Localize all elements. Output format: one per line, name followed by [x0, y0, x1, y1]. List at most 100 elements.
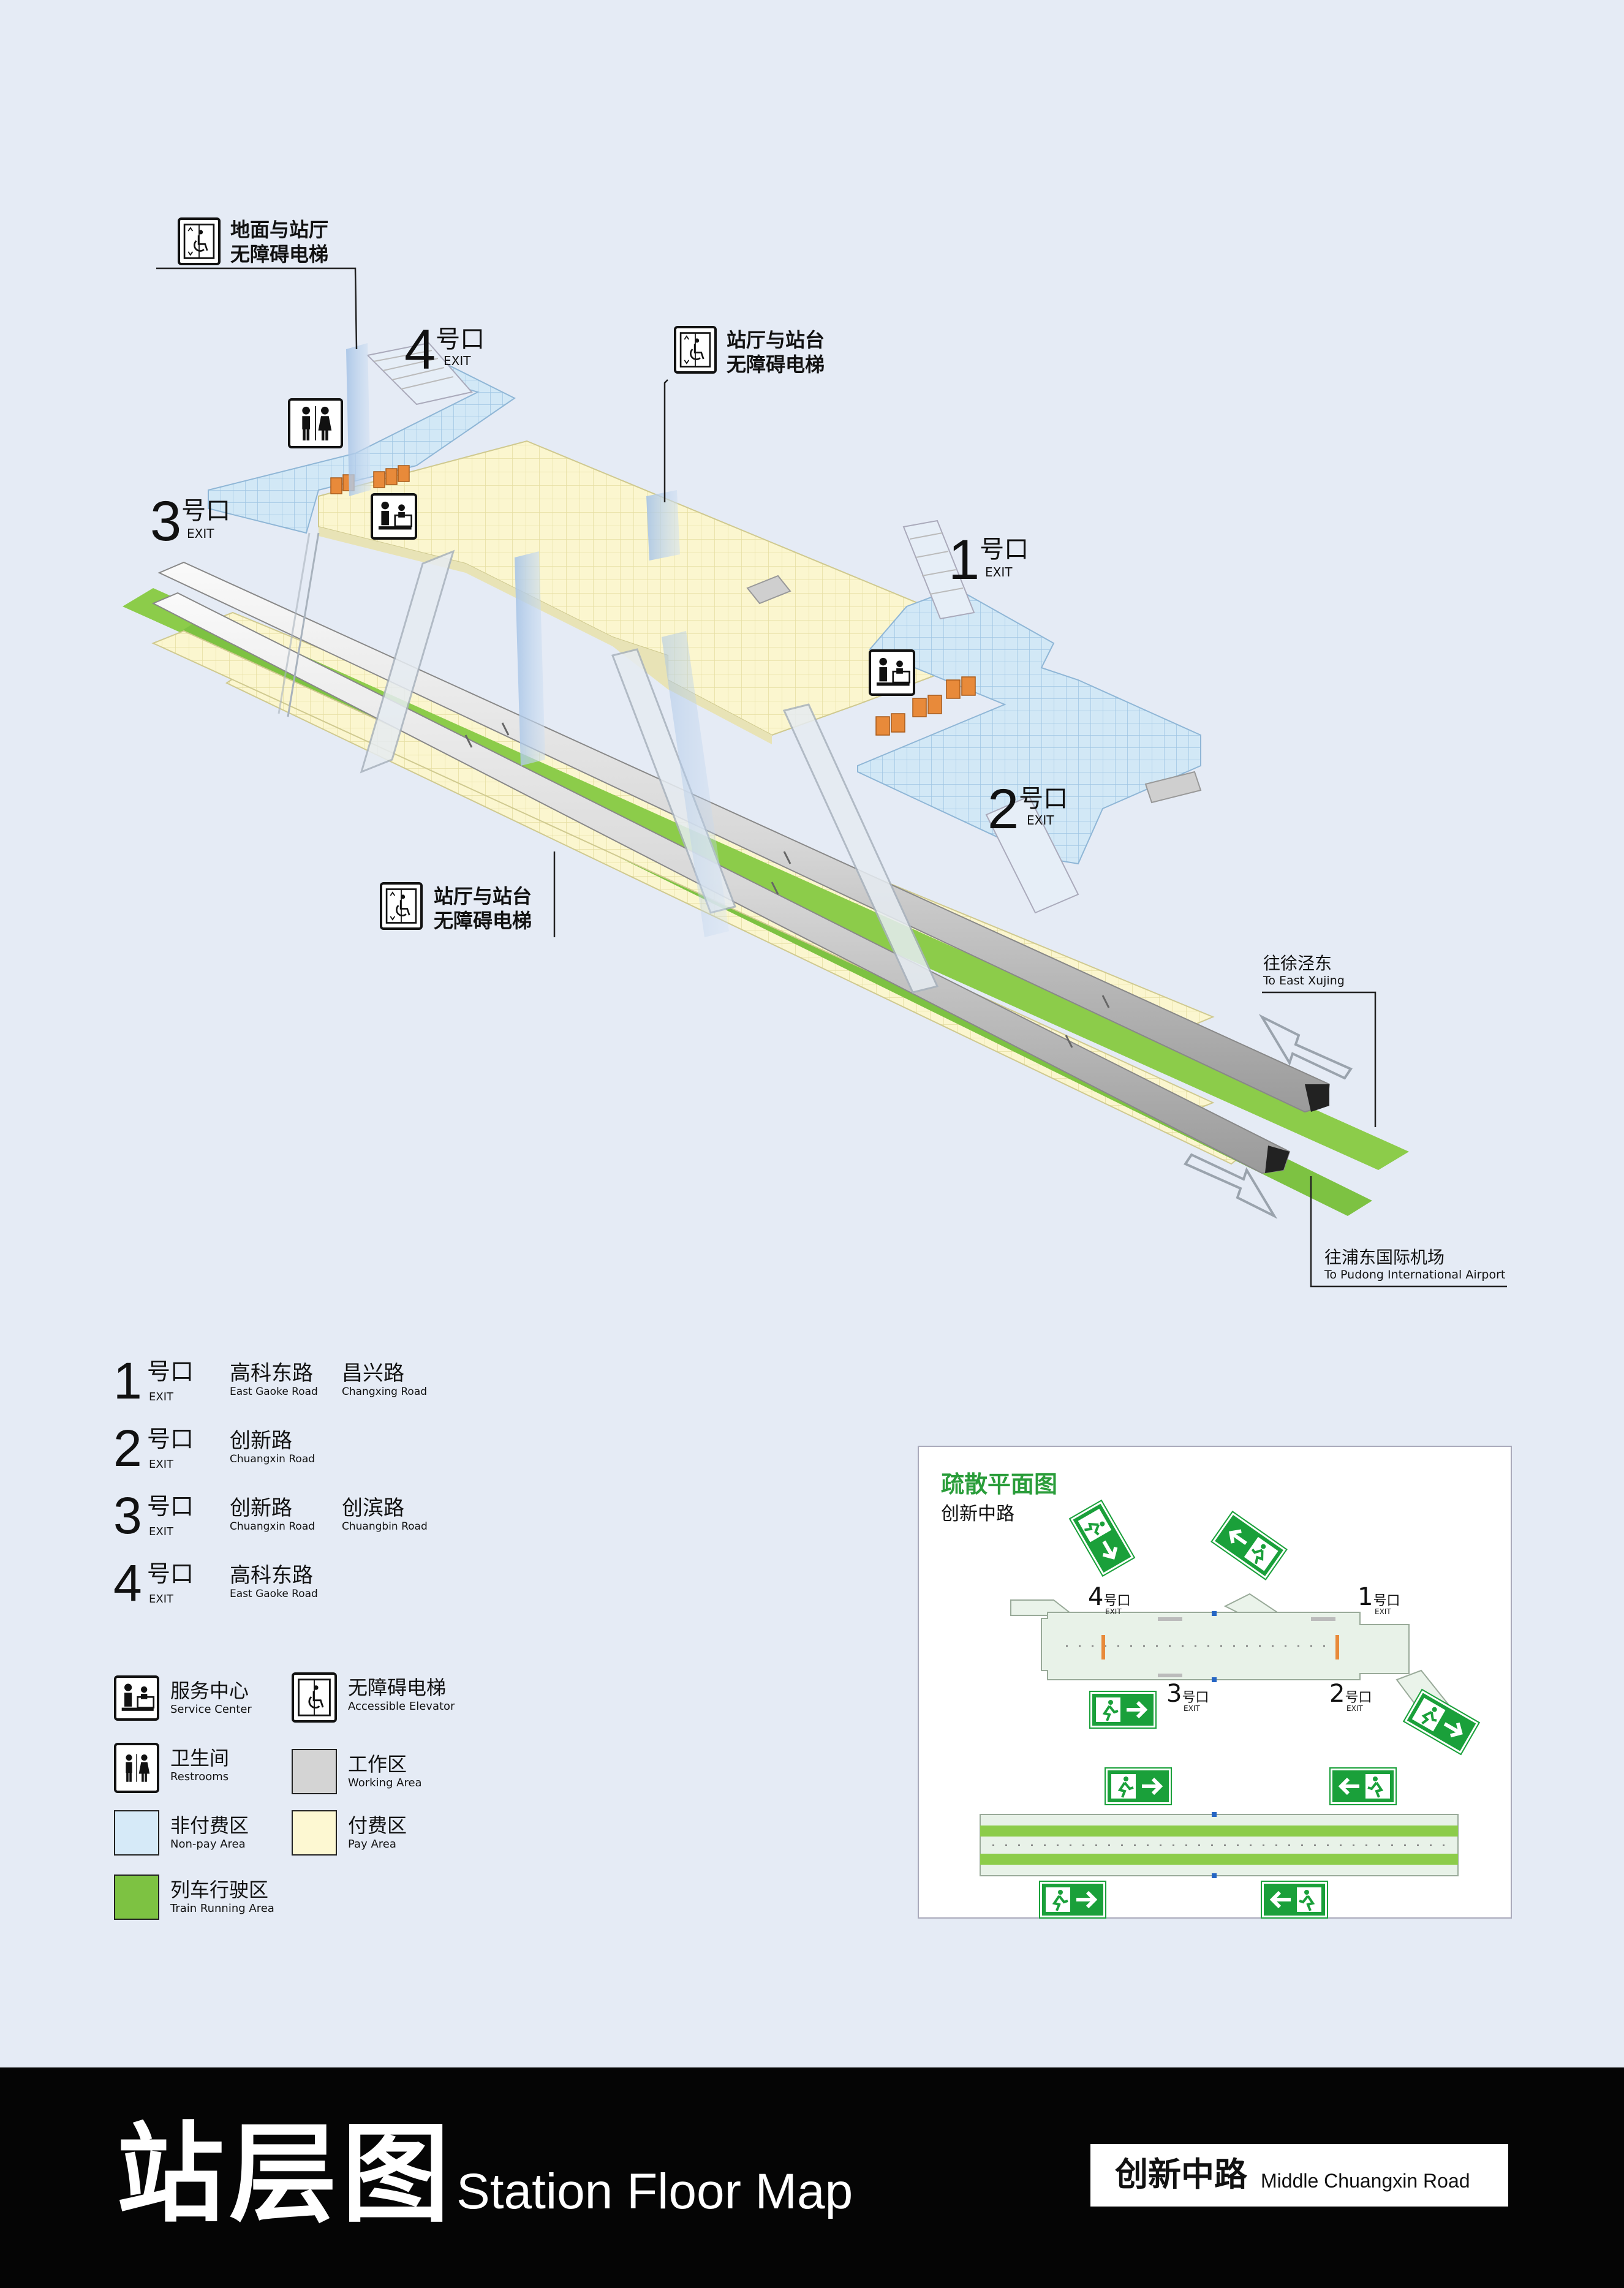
callout-line: 无障碍电梯 — [230, 243, 329, 266]
exit-en: EXIT — [149, 1525, 174, 1538]
direction-east-label: 往徐泾东 To East Xujing — [1263, 953, 1345, 987]
restroom-icon — [114, 1743, 159, 1793]
working-area-swatch — [292, 1749, 337, 1794]
legend-en: Service Center — [170, 1703, 252, 1716]
exit-label: 号口 — [1373, 1593, 1400, 1609]
road-cn: 高科东路 — [230, 1563, 313, 1588]
emergency-exit-sign — [1403, 1688, 1480, 1756]
exit-label: 号口 — [147, 1493, 194, 1520]
road-en: East Gaoke Road — [230, 1588, 318, 1600]
legend-en: Non-pay Area — [170, 1838, 246, 1851]
exit-en: EXIT — [985, 565, 1013, 580]
exit-en: EXIT — [1027, 813, 1054, 828]
exit-number: 3 — [113, 1487, 142, 1544]
exit-label: 号口 — [147, 1425, 194, 1452]
exit-number: 1 — [1358, 1583, 1373, 1611]
exit-en: EXIT — [1184, 1704, 1200, 1713]
legend-en: Train Running Area — [170, 1902, 274, 1915]
page-title-cn: 站层图 — [116, 2112, 455, 2237]
evac-exit-2: 2号口 EXIT — [1329, 1680, 1372, 1713]
legend-en: Restrooms — [170, 1770, 229, 1783]
evac-exit-3: 3号口 EXIT — [1166, 1680, 1209, 1713]
station-name-cn: 创新中路 — [1115, 2155, 1247, 2194]
road-en: Changxing Road — [342, 1386, 428, 1398]
legend-en: Working Area — [348, 1776, 422, 1789]
scene-exit-2: 2号口 EXIT — [988, 781, 1068, 837]
road-en: Chuangxin Road — [230, 1520, 315, 1533]
road-en: East Gaoke Road — [230, 1386, 318, 1398]
exit-label: 号口 — [181, 497, 231, 525]
road-cn: 昌兴路 — [342, 1361, 404, 1386]
road-en: Chuangbin Road — [342, 1520, 428, 1533]
scene-exit-1: 1号口 EXIT — [948, 532, 1029, 588]
service-center-icon — [114, 1675, 159, 1721]
exit-en: EXIT — [1346, 1704, 1363, 1713]
exit-en: EXIT — [149, 1593, 174, 1606]
concourse-level — [208, 342, 1202, 914]
emergency-exit-sign — [1329, 1767, 1397, 1805]
evacuation-map — [980, 1593, 1459, 1878]
evac-exit-1: 1号口 EXIT — [1358, 1583, 1400, 1616]
exit-number: 2 — [113, 1419, 142, 1477]
train-running-area-swatch — [114, 1875, 159, 1920]
exit-label: 号口 — [1103, 1593, 1131, 1609]
page-title-en: Station Floor Map — [456, 2164, 853, 2219]
exit-number: 4 — [1088, 1583, 1104, 1611]
evacuation-plan: 疏散平面图 创新中路 — [918, 1446, 1512, 1919]
scene-exit-3: 3号口 EXIT — [150, 493, 230, 549]
emergency-exit-sign — [1105, 1767, 1172, 1805]
exit-number: 3 — [150, 490, 182, 553]
exit-number: 1 — [113, 1352, 142, 1410]
callout-line: 地面与站厅 — [230, 218, 329, 241]
exit-en: EXIT — [187, 526, 214, 541]
footer-bar: 站层图 Station Floor Map 创新中路 Middle Chuang… — [0, 2067, 1624, 2288]
station-name-en: Middle Chuangxin Road — [1261, 2170, 1470, 2192]
exit-en: EXIT — [1375, 1607, 1391, 1616]
pay-area-swatch — [292, 1810, 337, 1856]
callout-line: 无障碍电梯 — [434, 909, 532, 932]
legend-cn: 非付费区 — [170, 1814, 249, 1837]
callout-line: 站厅与站台 — [727, 328, 825, 352]
exit-label: 号口 — [147, 1358, 194, 1385]
elevator-ground-callout: 地面与站厅 无障碍电梯 — [230, 217, 328, 266]
emergency-exit-sign — [1039, 1881, 1106, 1919]
emergency-exit-sign — [1210, 1510, 1288, 1581]
exit-number: 4 — [404, 319, 436, 381]
restroom-icon — [288, 398, 343, 448]
exit-en: EXIT — [149, 1458, 174, 1471]
direction-cn: 往徐泾东 — [1263, 953, 1332, 973]
exit-label: 号口 — [1345, 1690, 1372, 1705]
emergency-exit-sign — [1089, 1691, 1157, 1729]
direction-cn: 往浦东国际机场 — [1324, 1247, 1445, 1267]
accessible-elevator-icon — [380, 882, 423, 930]
exit-en: EXIT — [444, 353, 471, 368]
direction-en: To East Xujing — [1263, 974, 1345, 987]
station-name-box: 创新中路 Middle Chuangxin Road — [1090, 2144, 1508, 2207]
station-isometric-diagram — [123, 267, 1507, 1288]
road-cn: 创滨路 — [342, 1496, 404, 1520]
callout-line: 无障碍电梯 — [727, 353, 825, 376]
legend-cn: 列车行驶区 — [170, 1878, 269, 1901]
exit-number: 1 — [948, 529, 980, 591]
elevator-shafts — [346, 343, 729, 937]
non-pay-area-swatch — [114, 1810, 159, 1856]
direction-west-label: 往浦东国际机场 To Pudong International Airport — [1324, 1247, 1505, 1282]
legend-cn: 卫生间 — [170, 1746, 230, 1770]
exit-label: 号口 — [147, 1560, 194, 1587]
accessible-elevator-icon — [292, 1672, 337, 1723]
service-center-icon — [869, 649, 915, 696]
exit-number: 2 — [1329, 1680, 1345, 1708]
exit-number: 4 — [113, 1554, 142, 1612]
evac-exit-4: 4号口 EXIT — [1088, 1583, 1131, 1616]
road-en: Chuangxin Road — [230, 1453, 315, 1465]
road-cn: 创新路 — [230, 1496, 292, 1520]
accessible-elevator-icon — [674, 326, 717, 374]
train-upper — [157, 561, 1331, 1113]
